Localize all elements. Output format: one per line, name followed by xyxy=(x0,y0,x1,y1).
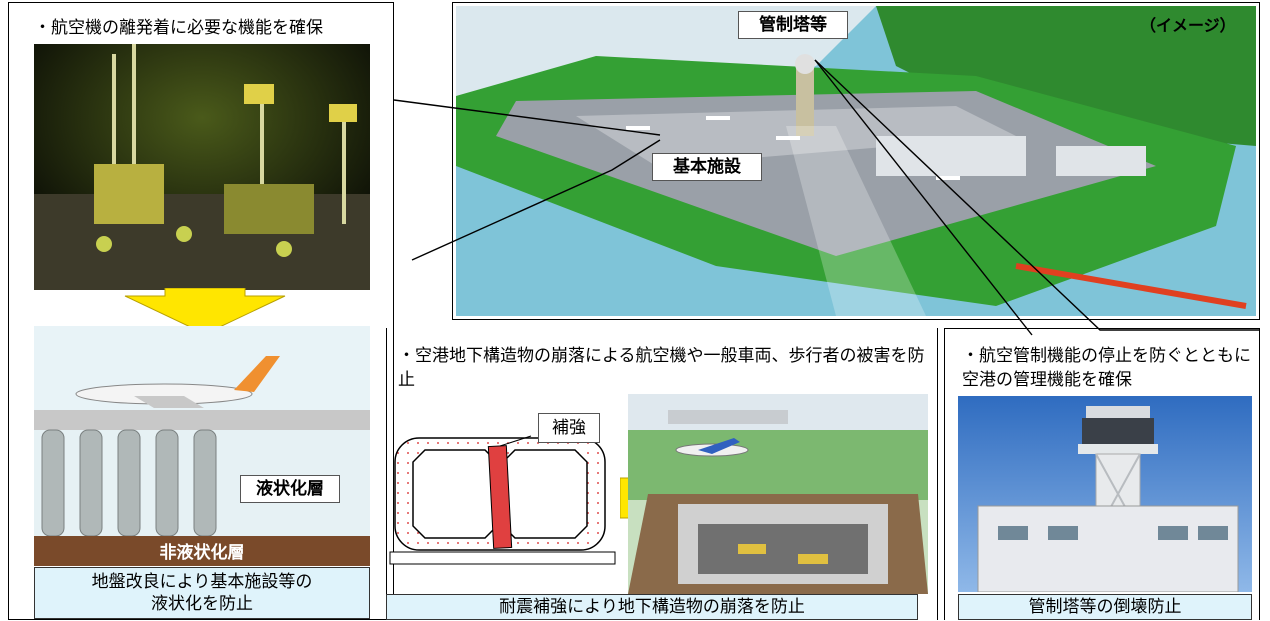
underground-frame xyxy=(386,328,938,620)
non-liquefied-layer-label: 非液状化層 xyxy=(159,543,245,563)
control-tower-photo xyxy=(958,396,1252,592)
image-note: （イメージ） xyxy=(1140,16,1236,35)
underground-caption: 耐震補強により地下構造物の崩落を防止 xyxy=(386,594,918,620)
airplane-icon xyxy=(75,356,280,408)
control-tower-label: 管制塔等 xyxy=(738,11,848,39)
underground-bullet: ・空港地下構造物の崩落による航空機や一般車両、歩行者の被害を防止 xyxy=(398,346,925,390)
liquefaction-caption: 地盤改良により基本施設等の 液状化を防止 xyxy=(34,567,370,619)
reinforcement-label: 補強 xyxy=(538,413,600,443)
cross-section-diagram xyxy=(385,410,620,590)
down-arrow xyxy=(120,287,290,336)
airport-aerial-image xyxy=(456,6,1256,316)
tower-bullet: ・航空管制機能の停止を防ぐとともに空港の管理機能を確保 xyxy=(962,346,1251,390)
ground-improvement-photo xyxy=(34,44,370,290)
tower-caption: 管制塔等の倒壊防止 xyxy=(958,594,1252,620)
airplane-icon-2 xyxy=(675,438,749,457)
top-left-bullet: ・航空機の離発着に必要な機能を確保 xyxy=(34,18,323,38)
basic-facilities-label: 基本施設 xyxy=(652,153,762,181)
tower-frame xyxy=(944,328,1260,620)
underground-structure-illustration xyxy=(628,394,928,594)
liquefaction-layer-label: 液状化層 xyxy=(240,475,340,503)
liquefaction-illustration xyxy=(34,326,370,566)
